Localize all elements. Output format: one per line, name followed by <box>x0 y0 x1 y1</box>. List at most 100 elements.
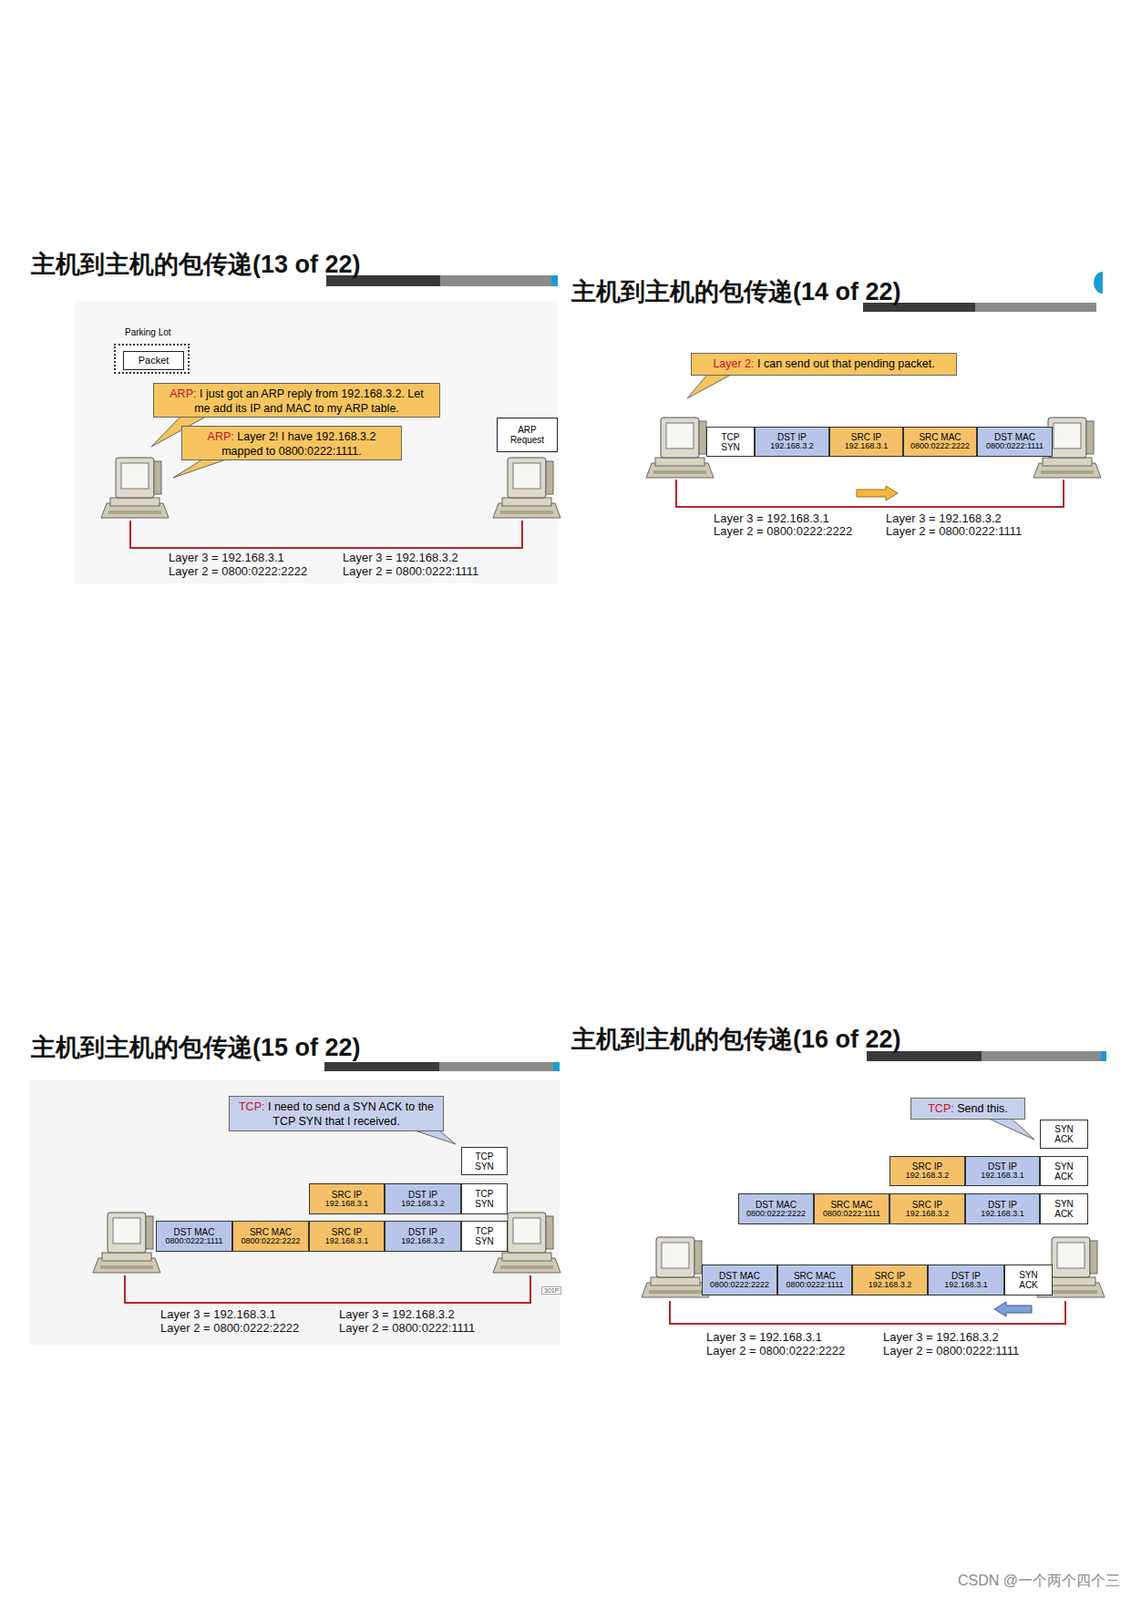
field-value: 192.168.3.1 <box>980 1171 1025 1181</box>
field-value: 0800:0222:2222 <box>746 1209 806 1219</box>
packet-field: SYN ACK <box>1039 1155 1089 1186</box>
field-value: 192.168.3.1 <box>325 1236 370 1246</box>
address-label: Layer 3 = 192.168.3.1 <box>706 1329 823 1344</box>
slide-title: 主机到主机的包传递(16 of 22) <box>571 1022 902 1056</box>
slide-ground <box>74 300 558 584</box>
packet-field: SRC IP192.168.3.1 <box>308 1220 385 1252</box>
packet-field: DST IP192.168.3.1 <box>927 1264 1005 1296</box>
box-text: ARP Request <box>508 422 546 448</box>
field-name: SYN ACK <box>1054 1198 1074 1219</box>
packet-field: TCP SYN <box>461 1182 508 1214</box>
field-name: SYN ACK <box>1054 1123 1074 1144</box>
field-name: SYN ACK <box>1018 1269 1039 1290</box>
address-label: Layer 3 = 192.168.3.2 <box>342 550 459 565</box>
packet-field: DST IP192.168.3.2 <box>384 1182 462 1214</box>
title-bar <box>324 271 1107 1071</box>
direction-arrow <box>994 1301 1032 1317</box>
packet-field: DST IP192.168.3.1 <box>965 1192 1040 1224</box>
slide-title: 主机到主机的包传递(13 of 22) <box>30 247 361 281</box>
packet-field: SYN ACK <box>1039 1192 1089 1224</box>
address-label: Layer 3 = 192.168.3.2 <box>885 511 1002 525</box>
packet-field: TCP SYN <box>461 1220 508 1252</box>
packet-field: SRC IP192.168.3.1 <box>829 426 904 457</box>
field-name: SRC IP <box>851 431 882 443</box>
field-value: 0800:0222:1111 <box>164 1236 223 1246</box>
field-value: 0800:0222:1111 <box>986 442 1044 452</box>
field-name: SRC IP <box>912 1199 943 1210</box>
field-name: DST IP <box>987 1161 1018 1172</box>
packet-field: SRC IP192.168.3.2 <box>852 1264 928 1296</box>
field-name: SRC IP <box>912 1161 943 1172</box>
field-value: 192.168.3.2 <box>400 1199 445 1209</box>
label-box: Packet <box>123 350 185 371</box>
field-name: DST MAC <box>755 1199 797 1210</box>
callout-prefix: TCP: <box>927 1101 954 1115</box>
address-label: Layer 3 = 192.168.3.2 <box>339 1306 455 1321</box>
callout-text: I need to send a SYN ACK to the TCP SYN … <box>267 1100 434 1128</box>
address-label: Layer 2 = 0800:0222:2222 <box>160 1320 299 1335</box>
address-label: Layer 3 = 192.168.3.2 <box>883 1329 999 1344</box>
field-value: 0800:0222:1111 <box>822 1209 881 1219</box>
address-label: Layer 2 = 0800:0222:2222 <box>713 524 853 538</box>
computers <box>92 417 1105 1297</box>
callout-prefix: ARP: <box>169 387 196 401</box>
field-name: TCP SYN <box>474 1188 494 1209</box>
field-name: TCP SYN <box>474 1225 494 1246</box>
field-value: 192.168.3.1 <box>980 1209 1025 1219</box>
field-value: 192.168.3.1 <box>844 442 889 452</box>
callout-prefix: TCP: <box>238 1100 265 1113</box>
label-box: ARP Request <box>496 417 558 453</box>
field-name: DST IP <box>951 1270 981 1281</box>
field-value: 192.168.3.2 <box>770 442 814 452</box>
direction-arrow <box>856 485 898 501</box>
address-label: Layer 2 = 0800:0222:2222 <box>706 1343 845 1358</box>
speech-callout: Layer 2: I can send out that pending pac… <box>690 352 957 376</box>
speech-callout: ARP: Layer 2! I have 192.168.3.2 mapped … <box>181 425 402 461</box>
field-name: SYN ACK <box>1054 1161 1074 1182</box>
callout-prefix: ARP: <box>207 430 235 443</box>
packet-field: SRC IP192.168.3.2 <box>889 1192 966 1224</box>
address-label: Layer 2 = 0800:0222:1111 <box>883 1343 1019 1358</box>
field-name: DST MAC <box>174 1226 216 1237</box>
slide-ground <box>29 1079 560 1345</box>
packet-field: SRC IP192.168.3.2 <box>889 1155 966 1186</box>
speech-callout: TCP: I need to send a SYN ACK to the TCP… <box>228 1095 444 1131</box>
packet-field: SRC MAC0800:0222:1111 <box>777 1264 853 1296</box>
field-value: 0800:0222:2222 <box>910 442 970 452</box>
field-name: DST MAC <box>994 431 1036 443</box>
slide-title: 主机到主机的包传递(14 of 22) <box>571 275 902 309</box>
field-value: 192.168.3.2 <box>905 1209 950 1219</box>
field-name: SRC MAC <box>249 1226 292 1237</box>
callout-text: Send this. <box>956 1101 1008 1115</box>
address-label: Layer 3 = 192.168.3.1 <box>713 511 830 525</box>
slide-title: 主机到主机的包传递(15 of 22) <box>30 1030 361 1064</box>
field-name: SRC IP <box>331 1226 362 1237</box>
field-name: SRC MAC <box>918 431 961 443</box>
field-name: DST IP <box>987 1199 1018 1210</box>
packet-field: SRC MAC0800:0222:2222 <box>232 1220 309 1252</box>
field-name: SRC MAC <box>793 1270 836 1281</box>
field-value: 192.168.3.1 <box>944 1280 988 1290</box>
field-value: 192.168.3.2 <box>400 1236 445 1246</box>
field-value: 0800:0222:2222 <box>240 1236 300 1246</box>
box-text: Packet <box>136 352 172 369</box>
speech-callout: TCP: Send this. <box>910 1097 1026 1120</box>
address-label: Layer 2 = 0800:0222:1111 <box>339 1320 475 1335</box>
speech-callout: ARP: I just got an ARP reply from 192.16… <box>153 382 441 418</box>
field-value: 192.168.3.2 <box>868 1280 913 1290</box>
packet-field: SRC MAC0800:0222:2222 <box>903 426 977 457</box>
field-name: TCP SYN <box>720 431 741 453</box>
field-name: DST IP <box>408 1226 438 1237</box>
packet-field: DST MAC0800:0222:2222 <box>701 1264 778 1296</box>
address-label: Layer 3 = 192.168.3.1 <box>168 550 285 565</box>
network-wire <box>124 479 1066 1324</box>
packet-field: SYN ACK <box>1004 1264 1053 1296</box>
field-value: 192.168.3.1 <box>325 1199 370 1209</box>
slide-number: 301P <box>541 1285 562 1295</box>
packet-field: DST MAC0800:0222:1111 <box>155 1220 233 1252</box>
callout-text: I just got an ARP reply from 192.168.3.2… <box>194 387 424 415</box>
packet-field: TCP SYN <box>461 1146 508 1175</box>
packet-field: DST IP192.168.3.2 <box>754 426 830 457</box>
box-heading: Parking Lot <box>124 327 172 338</box>
